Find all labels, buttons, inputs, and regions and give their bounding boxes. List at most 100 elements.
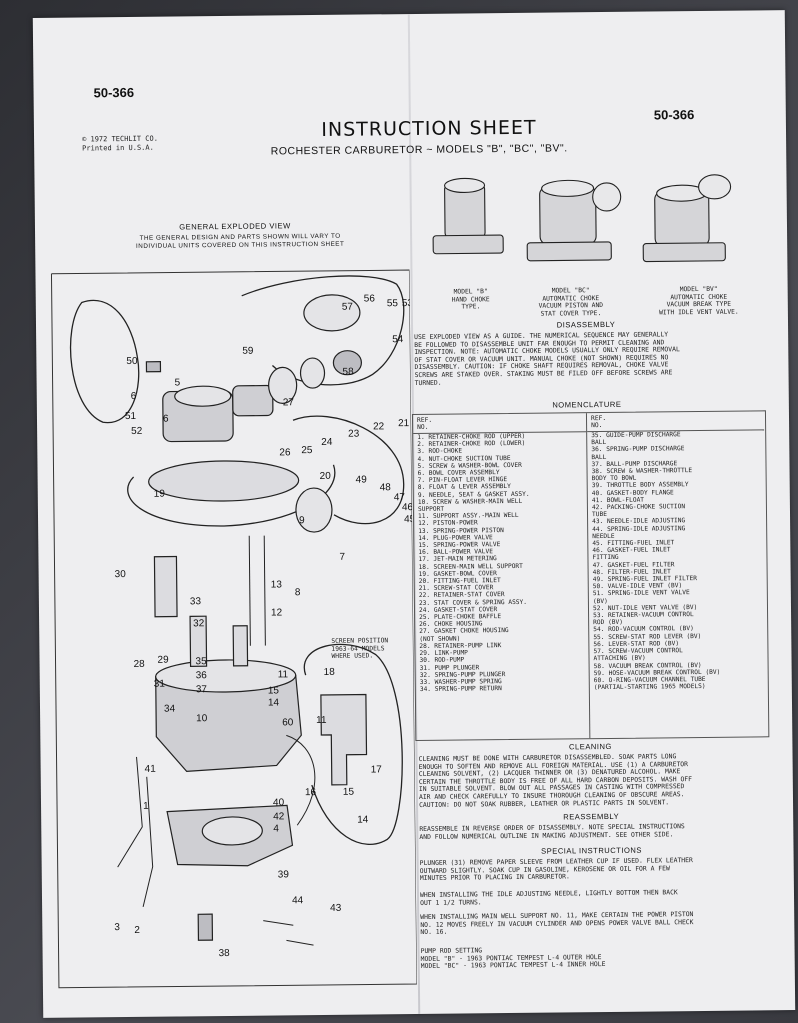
page-subtitle: ROCHESTER CARBURETOR ~ MODELS "B", "BC",…	[270, 142, 568, 158]
nomenclature-heading: NOMENCLATURE	[552, 399, 622, 410]
ref-header: REF. NO.	[412, 413, 587, 435]
callout-54: 54	[392, 334, 404, 345]
callout-19: 19	[154, 489, 166, 500]
text-line: CAUTION: DO NOT SOAK RUBBER, LEATHER OR …	[419, 797, 670, 809]
callout-24: 24	[321, 437, 333, 448]
label-line: TYPE.	[461, 303, 481, 311]
callout-12: 12	[271, 607, 283, 618]
callout-25: 25	[301, 445, 313, 456]
callout-28: 28	[134, 659, 146, 670]
screen-position-note: SCREEN POSITION 1963-64 MODELS WHERE USE…	[331, 637, 388, 660]
callout-37: 37	[196, 684, 208, 695]
no-label: NO.	[417, 423, 429, 431]
callout-35: 35	[195, 656, 207, 667]
exploded-view-heading: GENERAL EXPLODED VIEW	[179, 221, 291, 232]
callout-55: 55	[387, 298, 399, 309]
special-instructions-p2: WHEN INSTALLING THE IDLE ADJUSTING NEEDL…	[420, 888, 770, 907]
no-label: NO.	[591, 422, 603, 430]
callout-36: 36	[196, 670, 208, 681]
callout-22: 22	[373, 421, 385, 432]
model-bv-label: MODEL "BV" AUTOMATIC CHOKE VACUUM BREAK …	[634, 285, 764, 317]
part-number-right: 50-366	[653, 107, 695, 123]
reassembly-text: REASSEMBLE IN REVERSE ORDER OF DISASSEMB…	[419, 822, 769, 841]
callout-58: 58	[342, 367, 354, 378]
text-line: MINUTES PRIOR TO PLACING IN CARBURETOR.	[419, 872, 570, 883]
callout-15: 15	[268, 685, 280, 696]
callout-39: 39	[278, 869, 290, 880]
callout-44: 44	[292, 895, 304, 906]
callout-33: 33	[190, 596, 202, 607]
callout-14b: 14	[357, 814, 369, 825]
callout-26: 26	[279, 447, 291, 458]
model-bc-label: MODEL "BC" AUTOMATIC CHOKE VACUUM PISTON…	[516, 287, 626, 319]
disassembly-heading: DISASSEMBLY	[556, 319, 616, 330]
callout-2: 2	[134, 925, 140, 936]
nomenclature-item: (PARTIAL-STARTING 1965 MODELS)	[593, 683, 706, 692]
callout-16: 16	[305, 787, 317, 798]
callout-9: 9	[299, 515, 305, 526]
callout-40: 40	[273, 797, 285, 808]
label-line: STAT COVER TYPE.	[540, 309, 602, 318]
copyright: © 1972 TECHLIT CO. Printed in U.S.A.	[82, 135, 158, 154]
callout-4: 4	[273, 823, 279, 834]
callout-8: 8	[295, 587, 301, 598]
callout-47: 47	[394, 492, 406, 503]
callout-20: 20	[320, 471, 332, 482]
exploded-view-note: THE GENERAL DESIGN AND PARTS SHOWN WILL …	[115, 232, 365, 250]
note-line: WHERE USED.	[331, 652, 374, 661]
callout-29: 29	[157, 655, 169, 666]
callout-32: 32	[193, 618, 205, 629]
callout-31: 31	[154, 679, 166, 690]
callout-45: 45	[404, 514, 416, 525]
callout-23: 23	[348, 429, 360, 440]
special-instructions-p3: WHEN INSTALLING MAIN WELL SUPPORT NO. 11…	[420, 910, 770, 936]
callout-59: 59	[242, 346, 254, 357]
printed-in-line: Printed in U.S.A.	[82, 143, 154, 153]
callout-6b: 6	[163, 414, 169, 425]
callout-56: 56	[364, 293, 376, 304]
callout-17: 17	[371, 764, 383, 775]
special-instructions-heading: SPECIAL INSTRUCTIONS	[541, 845, 643, 856]
callout-60: 60	[282, 717, 294, 728]
special-instructions-p1: PLUNGER (31) REMOVE PAPER SLEEVE FROM LE…	[420, 856, 770, 882]
nomenclature-list-left: 1. RETAINER-CHOKE ROD (UPPER)2. RETAINER…	[413, 432, 589, 693]
callout-5: 5	[175, 377, 181, 388]
callout-7: 7	[339, 552, 345, 563]
model-b-label: MODEL "B" HAND CHOKE TYPE.	[426, 288, 516, 312]
exploded-view-diagram: 50 6 51 52 5 6 59 27 57 56 55 53 54 58 2…	[50, 269, 418, 989]
callout-13: 13	[271, 579, 283, 590]
callout-51: 51	[125, 411, 137, 422]
callout-38: 38	[219, 948, 231, 959]
nomenclature-table: REF. NO. 1. RETAINER-CHOKE ROD (UPPER)2.…	[411, 410, 770, 741]
pump-rod-setting: PUMP ROD SETTING MODEL "B" - 1963 PONTIA…	[421, 944, 771, 970]
callout-3: 3	[114, 922, 120, 933]
callout-30: 30	[115, 569, 127, 580]
instruction-sheet: 50-366 50-366 © 1972 TECHLIT CO. Printed…	[32, 10, 796, 1018]
callout-52: 52	[131, 426, 143, 437]
text-line: AND FOLLOW NUMERICAL OUTLINE IN MAKING A…	[419, 829, 674, 841]
callout-46: 46	[402, 502, 414, 513]
callout-41: 41	[145, 764, 157, 775]
callout-50: 50	[126, 356, 138, 367]
disassembly-text: USE EXPLODED VIEW AS A GUIDE. THE NUMERI…	[414, 330, 765, 387]
cleaning-heading: CLEANING	[568, 741, 612, 752]
callout-49: 49	[356, 474, 368, 485]
nomenclature-column-left: REF. NO. 1. RETAINER-CHOKE ROD (UPPER)2.…	[412, 413, 591, 740]
callout-15b: 15	[343, 787, 355, 798]
cleaning-text: CLEANING MUST BE DONE WITH CARBURETOR DI…	[419, 752, 770, 809]
callout-1: 1	[143, 801, 149, 812]
callout-57: 57	[342, 302, 354, 313]
ref-header: REF. NO.	[586, 411, 765, 433]
callout-10: 10	[196, 713, 208, 724]
model-illustrations	[432, 174, 732, 263]
reassembly-heading: REASSEMBLY	[563, 811, 620, 822]
callout-48: 48	[380, 482, 392, 493]
callout-53: 53	[402, 298, 414, 309]
callout-27: 27	[283, 397, 295, 408]
callout-11: 11	[278, 669, 289, 680]
note-line: SCREEN POSITION	[331, 637, 389, 645]
part-number-left: 50-366	[93, 84, 135, 101]
